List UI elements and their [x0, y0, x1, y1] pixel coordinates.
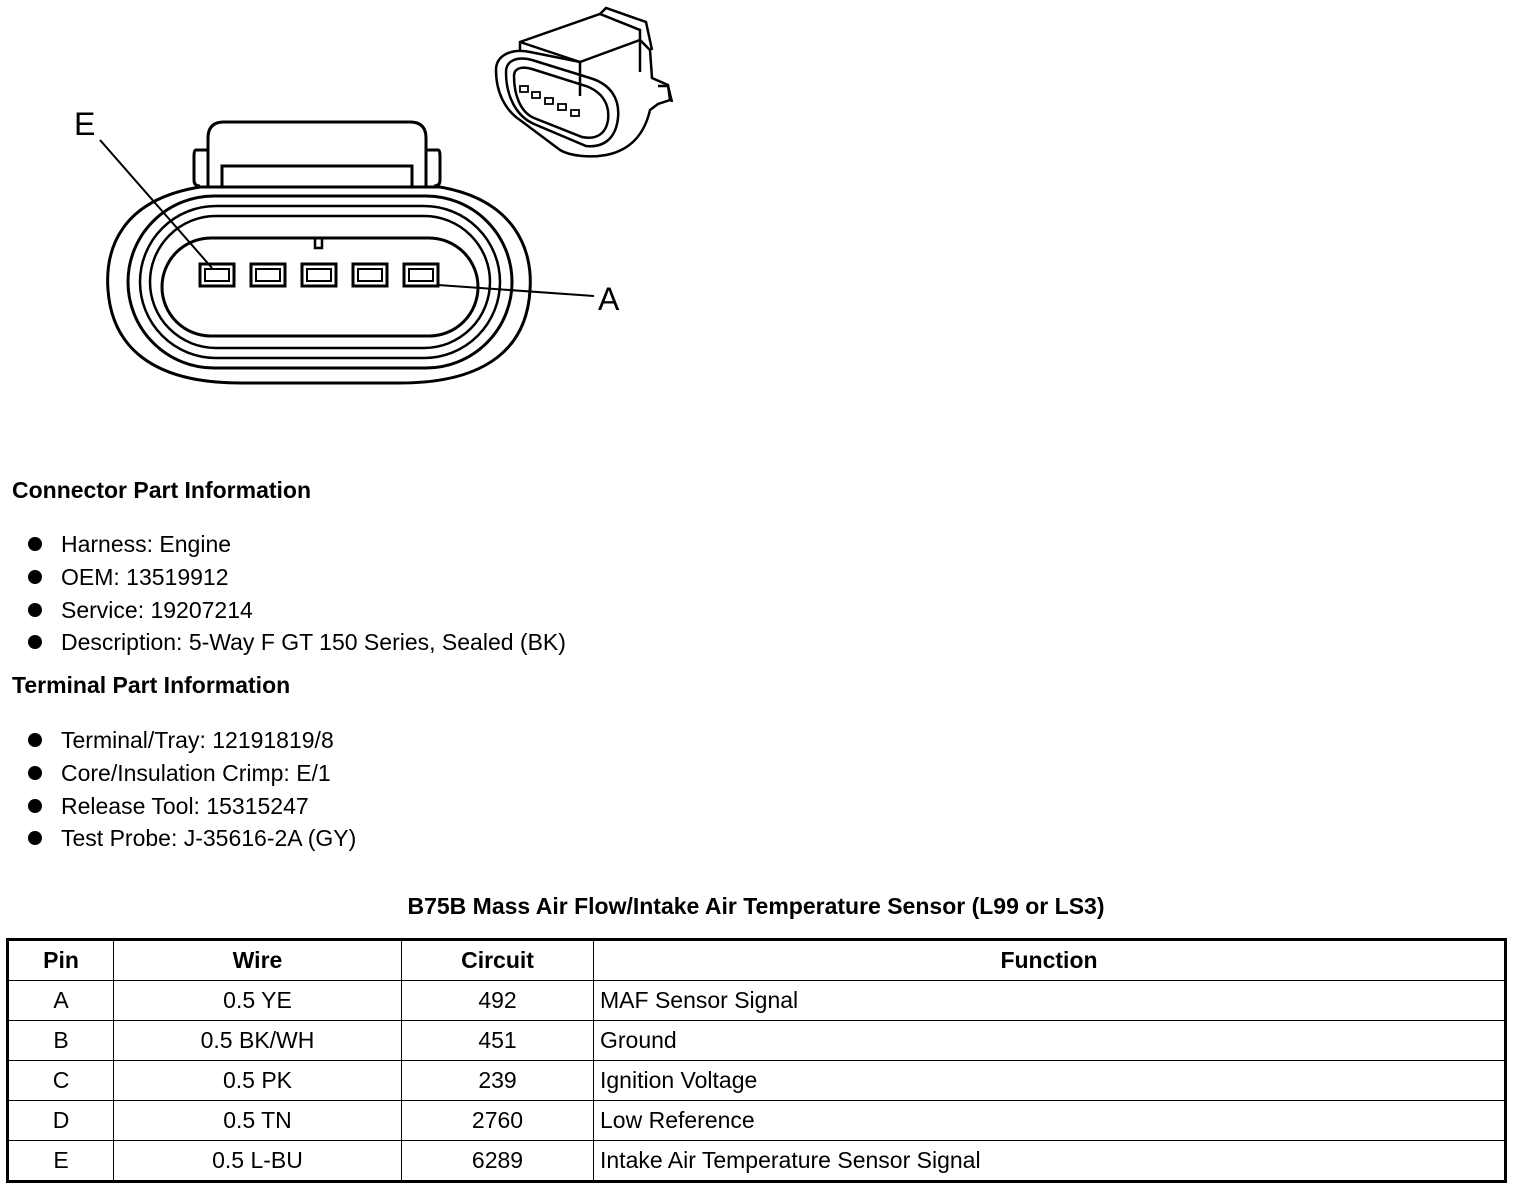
- cell-function: Ignition Voltage: [593, 1060, 1506, 1101]
- connector-diagram: E A: [74, 6, 674, 385]
- table-row: D 0.5 TN 2760 Low Reference: [7, 1100, 1506, 1141]
- cell-circuit: 6289: [401, 1140, 594, 1182]
- cavity-d: [249, 262, 287, 288]
- cell-function: Low Reference: [593, 1100, 1506, 1141]
- cell-pin: B: [7, 1020, 114, 1061]
- list-item: Release Tool: 15315247: [28, 789, 356, 822]
- list-item: Test Probe: J-35616-2A (GY): [28, 822, 356, 855]
- connector-outer-housing: [106, 185, 532, 385]
- list-item: Terminal/Tray: 12191819/8: [28, 724, 356, 757]
- bullet-icon: [28, 766, 42, 781]
- connector-seal-ring-1: [126, 194, 514, 370]
- cavity-a: [402, 262, 440, 288]
- list-item: OEM: 13519912: [28, 561, 566, 594]
- cell-pin: D: [7, 1100, 114, 1141]
- connector-info-list: Harness: Engine OEM: 13519912 Service: 1…: [28, 528, 566, 659]
- cell-wire: 0.5 PK: [113, 1060, 402, 1101]
- cell-pin: E: [7, 1140, 114, 1182]
- bullet-icon: [28, 798, 42, 813]
- pin-label-e: E: [74, 106, 95, 142]
- cell-wire: 0.5 TN: [113, 1100, 402, 1141]
- cell-wire: 0.5 BK/WH: [113, 1020, 402, 1061]
- cavity-c: [300, 262, 338, 288]
- cell-circuit: 451: [401, 1020, 594, 1061]
- cell-wire: 0.5 L-BU: [113, 1140, 402, 1182]
- bullet-icon: [28, 537, 42, 552]
- header-wire: Wire: [113, 939, 402, 981]
- table-row: E 0.5 L-BU 6289 Intake Air Temperature S…: [7, 1140, 1506, 1182]
- connector-seal-ring-2: [138, 204, 502, 360]
- cell-wire: 0.5 YE: [113, 980, 402, 1021]
- leader-line-a: [437, 284, 595, 297]
- connector-latch-tab: [206, 120, 428, 187]
- bullet-icon: [28, 602, 42, 617]
- terminal-info-heading: Terminal Part Information: [12, 672, 291, 698]
- cell-circuit: 492: [401, 980, 594, 1021]
- terminal-info-list: Terminal/Tray: 12191819/8 Core/Insulatio…: [28, 724, 356, 855]
- cavity-b: [351, 262, 389, 288]
- connector-3d-view: [494, 6, 674, 158]
- cell-function: Intake Air Temperature Sensor Signal: [593, 1140, 1506, 1182]
- table-row: A 0.5 YE 492 MAF Sensor Signal: [7, 980, 1506, 1021]
- cell-function: Ground: [593, 1020, 1506, 1061]
- terminal-cavities: [198, 262, 440, 288]
- cell-pin: A: [7, 980, 114, 1021]
- bullet-icon: [28, 570, 42, 585]
- list-item: Description: 5-Way F GT 150 Series, Seal…: [28, 626, 566, 659]
- cell-circuit: 2760: [401, 1100, 594, 1141]
- header-circuit: Circuit: [401, 939, 594, 981]
- cavity-e: [198, 262, 236, 288]
- table-title: B75B Mass Air Flow/Intake Air Temperatur…: [407, 893, 1105, 919]
- table-row: C 0.5 PK 239 Ignition Voltage: [7, 1060, 1506, 1101]
- bullet-icon: [28, 733, 42, 748]
- header-pin: Pin: [7, 939, 114, 981]
- leader-line-e: [99, 139, 213, 269]
- list-item: Core/Insulation Crimp: E/1: [28, 757, 356, 790]
- list-item: Service: 19207214: [28, 593, 566, 626]
- connector-seal-ring-3: [148, 214, 492, 350]
- table-row: B 0.5 BK/WH 451 Ground: [7, 1020, 1506, 1061]
- list-item: Harness: Engine: [28, 528, 566, 561]
- table-header-row: Pin Wire Circuit Function: [7, 939, 1506, 981]
- bullet-icon: [28, 831, 42, 846]
- bullet-icon: [28, 635, 42, 650]
- cell-function: MAF Sensor Signal: [593, 980, 1506, 1021]
- header-function: Function: [593, 939, 1506, 981]
- cell-pin: C: [7, 1060, 114, 1101]
- connector-info-heading: Connector Part Information: [12, 477, 312, 503]
- pin-table: Pin Wire Circuit Function A 0.5 YE 492 M…: [6, 938, 1507, 1183]
- cell-circuit: 239: [401, 1060, 594, 1101]
- pin-label-a: A: [598, 281, 620, 317]
